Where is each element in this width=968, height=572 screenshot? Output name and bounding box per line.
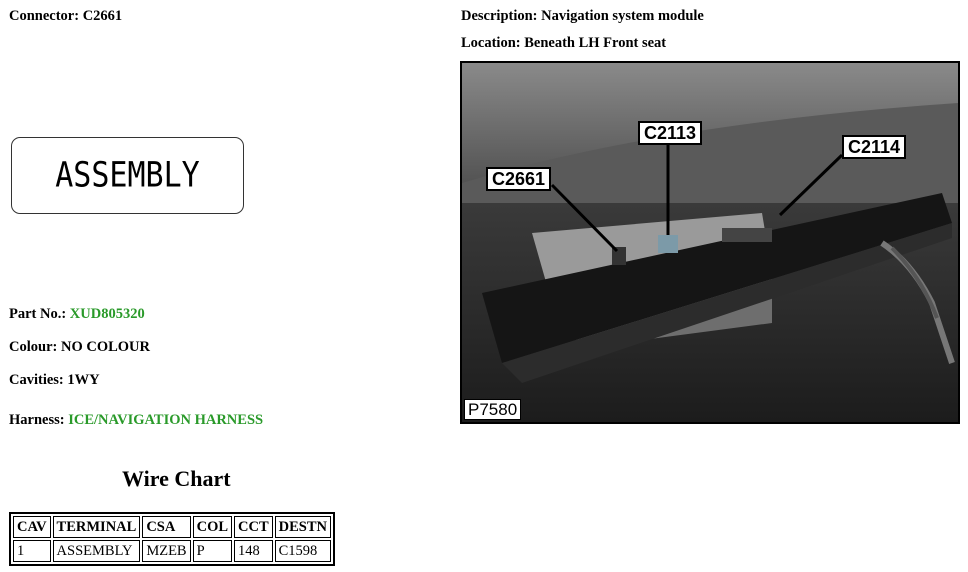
location-value: Beneath LH Front seat	[524, 35, 667, 51]
header-cav: CAV	[13, 516, 51, 538]
callout-c2113: C2113	[638, 121, 703, 145]
pointer-c2661	[550, 183, 619, 253]
header-destn: DESTN	[274, 516, 331, 538]
colour-value: NO COLOUR	[60, 339, 150, 355]
table-row: 1 ASSEMBLY MZEB P 148 C1598	[13, 540, 331, 562]
photo-reference: P7580	[464, 399, 522, 420]
location-photo: C2661 C2113 C2114 P7580	[460, 61, 960, 424]
colour-line: Colour: NO COLOUR	[9, 339, 150, 356]
harness-link[interactable]: ICE/NAVIGATION HARNESS	[68, 412, 264, 428]
assembly-text: ASSEMBLY	[55, 155, 200, 196]
assembly-label-box: ASSEMBLY	[11, 137, 244, 214]
harness-line: Harness: ICE/NAVIGATION HARNESS	[9, 412, 263, 429]
header-terminal: TERMINAL	[52, 516, 141, 538]
seat-rail	[482, 193, 952, 363]
wire-chart-header-row: CAV TERMINAL CSA COL CCT DESTN	[13, 516, 331, 538]
callout-c2114: C2114	[842, 135, 907, 159]
connector-label: Connector:	[9, 8, 80, 24]
part-no-line: Part No.: XUD805320	[9, 306, 145, 323]
location-label: Location:	[461, 35, 521, 51]
description-value: Navigation system module	[541, 8, 704, 24]
connector-value: C2661	[82, 8, 123, 24]
callout-c2661: C2661	[486, 167, 552, 191]
cell-col: P	[192, 540, 233, 562]
cell-terminal: ASSEMBLY	[52, 540, 141, 562]
header-csa: CSA	[142, 516, 191, 538]
colour-label: Colour:	[9, 339, 58, 355]
pointer-c2114	[778, 153, 844, 217]
description-line: Description: Navigation system module	[461, 8, 704, 25]
cell-cct: 148	[234, 540, 273, 562]
cell-destn: C1598	[274, 540, 331, 562]
part-no-link[interactable]: XUD805320	[69, 306, 145, 322]
header-col: COL	[192, 516, 233, 538]
wire-chart-table: CAV TERMINAL CSA COL CCT DESTN 1 ASSEMBL…	[9, 512, 335, 566]
cavities-label: Cavities:	[9, 372, 64, 388]
connector-line: Connector: C2661	[9, 8, 122, 25]
part-no-label: Part No.:	[9, 306, 67, 322]
photo-illustration	[462, 63, 958, 422]
cavities-value: 1WY	[67, 372, 100, 388]
description-label: Description:	[461, 8, 538, 24]
cell-cav: 1	[13, 540, 51, 562]
location-line: Location: Beneath LH Front seat	[461, 35, 666, 52]
cell-csa: MZEB	[142, 540, 191, 562]
header-cct: CCT	[234, 516, 273, 538]
cavities-line: Cavities: 1WY	[9, 372, 100, 389]
harness-label: Harness:	[9, 412, 65, 428]
wire-chart-title: Wire Chart	[122, 466, 231, 491]
